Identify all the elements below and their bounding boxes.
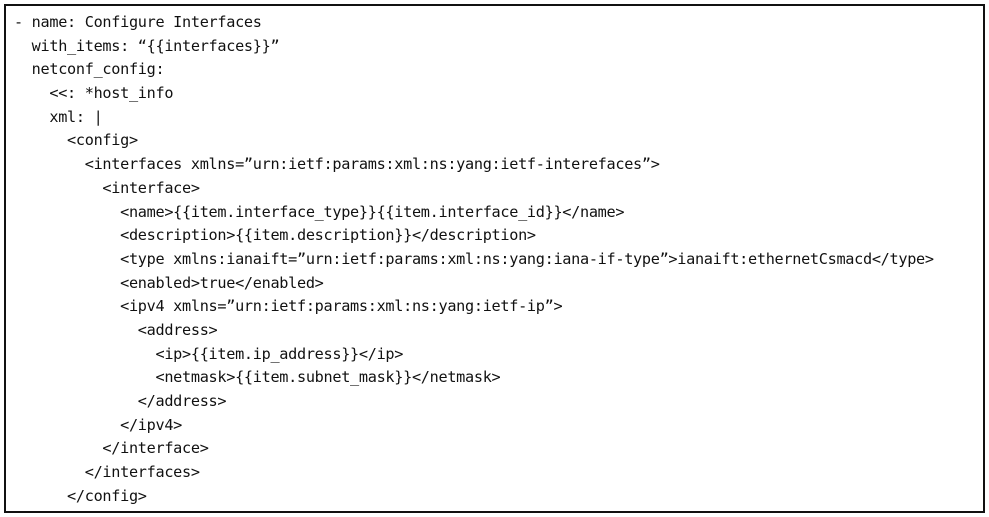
code-line-7: <interfaces xmlns=”urn:ietf:params:xml:n…	[14, 155, 660, 174]
code-line-4: <<: *host_info	[14, 84, 174, 103]
code-line-9: <name>{{item.interface_type}}{{item.inte…	[14, 202, 625, 221]
code-line-3: netconf_config:	[14, 60, 165, 79]
code-line-16: <netmask>{{item.subnet_mask}}</netmask>	[14, 368, 501, 387]
code-line-11: <type xmlns:ianaift=”urn:ietf:params:xml…	[14, 249, 934, 268]
code-line-21: </config>	[14, 486, 147, 505]
code-line-19: </interface>	[14, 439, 209, 458]
code-line-13: <ipv4 xmlns=”urn:ietf:params:xml:ns:yang…	[14, 297, 563, 316]
code-line-5: xml: |	[14, 107, 103, 126]
code-line-2: with_items: “{{interfaces}}”	[14, 36, 280, 55]
code-line-1: - name: Configure Interfaces	[14, 13, 262, 31]
code-line-18: </ipv4>	[14, 415, 183, 434]
code-frame: - name: Configure Interfaces with_items:…	[4, 4, 985, 513]
code-line-14: <address>	[14, 320, 218, 339]
code-line-10: <description>{{item.description}}</descr…	[14, 226, 536, 245]
code-line-8: <interface>	[14, 178, 200, 197]
code-line-17: </address>	[14, 392, 227, 410]
code-line-12: <enabled>true</enabled>	[14, 273, 324, 292]
code-block: - name: Configure Interfaces with_items:…	[14, 11, 934, 508]
code-line-6: <config>	[14, 131, 138, 150]
code-line-15: <ip>{{item.ip_address}}</ip>	[14, 344, 404, 363]
code-line-20: </interfaces>	[14, 463, 200, 482]
